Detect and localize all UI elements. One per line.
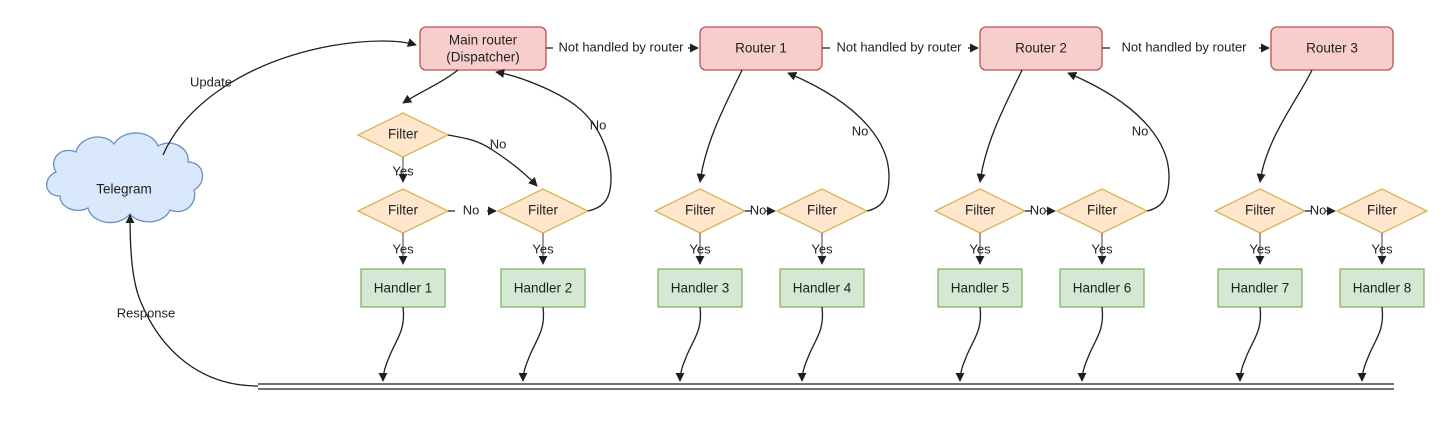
edge-label-yes-6: Yes: [1091, 241, 1113, 256]
edge-label-no-7: No: [1310, 202, 1327, 217]
edge-router3-to-filter7: [1256, 69, 1313, 183]
handler-2-box: [500, 268, 586, 308]
cloud-shape: [46, 132, 204, 224]
handler-4[interactable]: Handler 4: [779, 268, 865, 308]
edge-update: [162, 38, 417, 156]
edge-main-to-filter0: [402, 69, 459, 104]
handler-8[interactable]: Handler 8: [1339, 268, 1425, 308]
filter-7-label: Filter: [1245, 203, 1276, 218]
handler-2-label: Handler 2: [514, 281, 573, 296]
router-main-label-line1: Main router: [449, 33, 518, 48]
edge-label-yes-0: Yes: [392, 163, 414, 178]
router-3[interactable]: Router 3: [1270, 26, 1394, 71]
filter-5-label: Filter: [965, 203, 996, 218]
handler-6[interactable]: Handler 6: [1059, 268, 1145, 308]
router-main-label-line2: (Dispatcher): [446, 50, 520, 65]
edge-filter0-no: [447, 134, 538, 187]
edge-label-yes-4: Yes: [811, 241, 833, 256]
filter-5[interactable]: Filter: [933, 188, 1027, 234]
edge-label-yes-7: Yes: [1249, 241, 1271, 256]
handler-3-label: Handler 3: [671, 281, 730, 296]
handler-5-label: Handler 5: [951, 281, 1010, 296]
filter-4-label: Filter: [807, 203, 838, 218]
edge-label-response: Response: [117, 305, 176, 320]
edge-label-yes-2: Yes: [532, 241, 554, 256]
edge-router2-to-filter5: [976, 69, 1023, 183]
edge-handler6-to-bus: [1077, 306, 1104, 382]
edge-label-yes-8: Yes: [1371, 241, 1393, 256]
edge-handler8-to-bus: [1357, 306, 1384, 382]
handler-1-box: [360, 268, 446, 308]
edge-handler4-to-bus: [797, 306, 824, 382]
filter-0-label: Filter: [388, 127, 419, 142]
filter-7[interactable]: Filter: [1213, 188, 1307, 234]
handler-3-box: [657, 268, 743, 308]
edge-label-yes-5: Yes: [969, 241, 991, 256]
handler-6-label: Handler 6: [1073, 281, 1132, 296]
handler-8-label: Handler 8: [1353, 281, 1412, 296]
router-main[interactable]: Main router (Dispatcher): [419, 26, 547, 71]
filter-1-label: Filter: [388, 203, 419, 218]
handler-7[interactable]: Handler 7: [1217, 268, 1303, 308]
edge-label-not-handled-2: Not handled by router: [836, 39, 962, 54]
edge-label-no-1: No: [463, 202, 480, 217]
filter-1[interactable]: Filter: [356, 188, 450, 234]
handler-7-label: Handler 7: [1231, 281, 1290, 296]
edge-label-no-3: No: [750, 202, 767, 217]
edge-handler7-to-bus: [1235, 306, 1262, 382]
router-2[interactable]: Router 2: [979, 26, 1103, 71]
filter-8[interactable]: Filter: [1335, 188, 1429, 234]
edge-filter2-no-back: [495, 68, 612, 212]
filter-3-label: Filter: [685, 203, 716, 218]
handler-2[interactable]: Handler 2: [500, 268, 586, 308]
edge-label-not-handled-1: Not handled by router: [558, 39, 684, 54]
handler-5-box: [937, 268, 1023, 308]
handler-6-box: [1059, 268, 1145, 308]
edge-handler1-to-bus: [378, 306, 405, 382]
router-1[interactable]: Router 1: [699, 26, 823, 71]
filter-0[interactable]: Filter: [356, 112, 450, 158]
edge-router1-to-filter3: [696, 69, 743, 183]
edge-label-no-6: No: [1132, 123, 1149, 138]
telegram-cloud-node[interactable]: Telegram: [46, 132, 204, 224]
filter-8-label: Filter: [1367, 203, 1398, 218]
edge-handler5-to-bus: [955, 306, 982, 382]
edge-handler3-to-bus: [675, 306, 702, 382]
handler-1-label: Handler 1: [374, 281, 433, 296]
handler-4-box: [779, 268, 865, 308]
filter-3[interactable]: Filter: [653, 188, 747, 234]
filter-6-label: Filter: [1087, 203, 1118, 218]
filter-2[interactable]: Filter: [496, 188, 590, 234]
edge-label-yes-3: Yes: [689, 241, 711, 256]
handler-3[interactable]: Handler 3: [657, 268, 743, 308]
router-1-label: Router 1: [735, 41, 787, 56]
handler-1[interactable]: Handler 1: [360, 268, 446, 308]
router-2-label: Router 2: [1015, 41, 1067, 56]
edge-label-update: Update: [190, 74, 232, 89]
handler-5[interactable]: Handler 5: [937, 268, 1023, 308]
edge-label-no-0: No: [490, 136, 507, 151]
edge-response: [125, 214, 259, 387]
edge-label-no-2: No: [590, 117, 607, 132]
filter-2-label: Filter: [528, 203, 559, 218]
edge-label-no-5: No: [1030, 202, 1047, 217]
edge-label-yes-1: Yes: [392, 241, 414, 256]
edge-handler2-to-bus: [518, 306, 545, 382]
telegram-cloud-label: Telegram: [96, 182, 152, 197]
edge-label-not-handled-3: Not handled by router: [1121, 39, 1247, 54]
edge-filter6-no-back: [1067, 72, 1170, 212]
edge-filter4-no-back: [787, 72, 890, 212]
handler-7-box: [1217, 268, 1303, 308]
filter-4[interactable]: Filter: [775, 188, 869, 234]
router-3-label: Router 3: [1306, 41, 1358, 56]
handler-4-label: Handler 4: [793, 281, 852, 296]
edge-label-no-4: No: [852, 123, 869, 138]
filter-6[interactable]: Filter: [1055, 188, 1149, 234]
